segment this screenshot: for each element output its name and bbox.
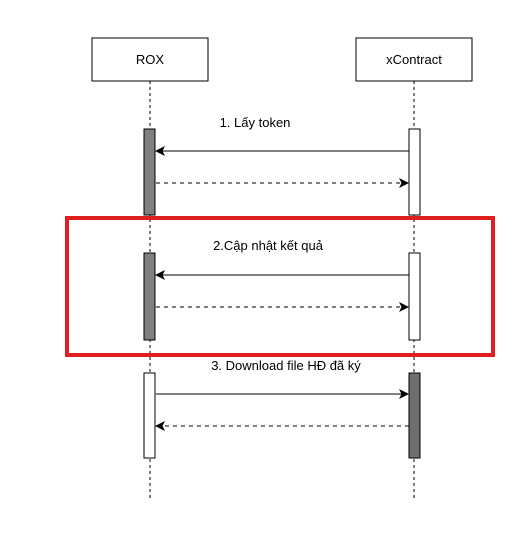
activation-xcontract-1 (408, 128, 421, 216)
activation-xcontract-3 (408, 372, 421, 459)
highlight-box (65, 216, 495, 357)
participant-rox: ROX (91, 37, 209, 82)
activation-rox-2 (143, 252, 156, 341)
message-1-label: 1. Lấy token (220, 115, 291, 130)
participant-xcontract: xContract (355, 37, 473, 82)
participant-xcontract-label: xContract (386, 52, 442, 67)
participant-rox-label: ROX (136, 52, 165, 67)
activation-xcontract-2 (408, 252, 421, 341)
activation-rox-1 (143, 128, 156, 216)
activation-rox-3 (143, 372, 156, 459)
message-3-label: 3. Download file HĐ đã ký (211, 358, 361, 373)
message-2-label: 2.Cập nhật kết quả (213, 238, 324, 253)
